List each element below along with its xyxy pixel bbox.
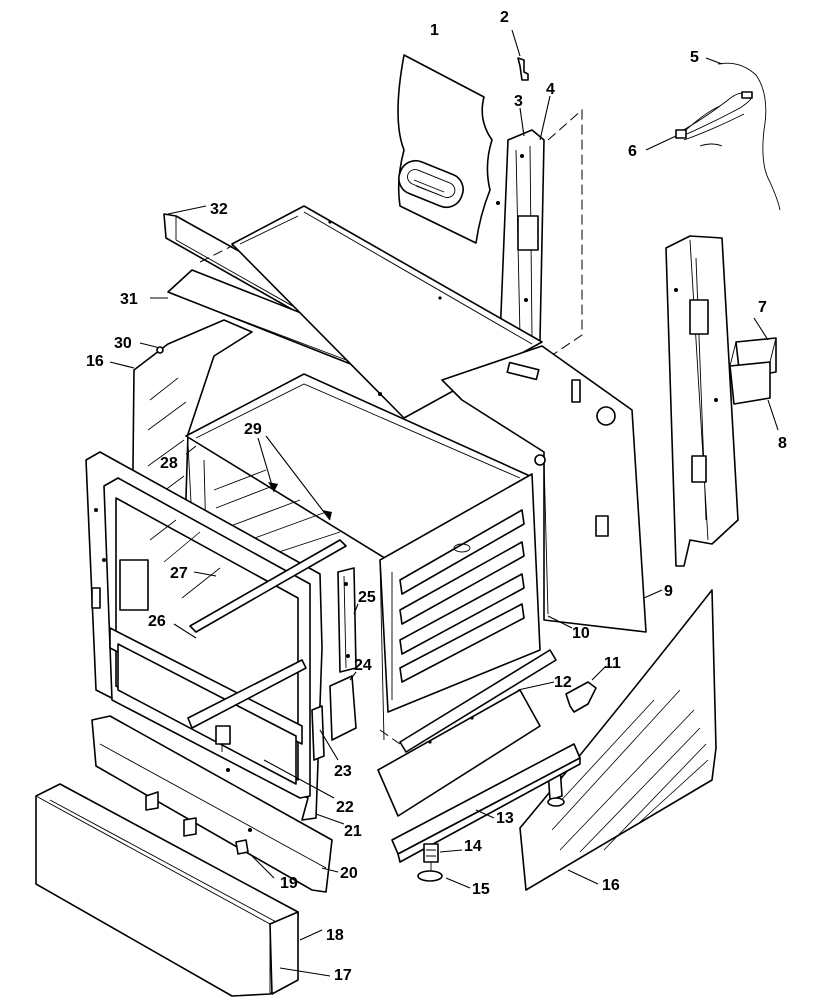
callout-21: 21 [344, 823, 362, 840]
callout-1: 1 [430, 22, 439, 39]
part-20-front-trim [91, 715, 339, 893]
callout-13: 13 [496, 810, 514, 827]
callout-20: 20 [340, 865, 358, 882]
part-5-6-wire-harness [645, 57, 781, 211]
part-11-bracket [565, 665, 607, 713]
part-3-4-rail [499, 95, 583, 361]
callout-10: 10 [572, 625, 590, 642]
callout-16-lower: 16 [602, 877, 620, 894]
callout-12: 12 [554, 674, 572, 691]
part-26-crossbar [173, 539, 347, 639]
part-21-leader [315, 813, 345, 825]
part-23-strip [311, 705, 339, 761]
callout-2: 2 [500, 9, 509, 26]
part-24-plate [329, 671, 357, 741]
callout-23: 23 [334, 763, 352, 780]
part-17-18-drawer-front [35, 783, 331, 997]
callout-6: 6 [628, 143, 637, 160]
cooktop-panel [231, 205, 543, 419]
part-2-clip [511, 29, 529, 81]
callout-4: 4 [546, 81, 555, 98]
callout-27: 27 [170, 565, 188, 582]
callout-3: 3 [514, 93, 523, 110]
part-19-clip [235, 839, 275, 879]
callout-22: 22 [336, 799, 354, 816]
part-7-8-brackets [729, 317, 779, 431]
part-12-lower-panel [377, 649, 557, 817]
rear-vertical-rail [665, 235, 739, 567]
part-13-kick-rail [391, 743, 581, 863]
callout-30: 30 [114, 335, 132, 352]
callout-26: 26 [148, 613, 166, 630]
callout-32: 32 [210, 201, 228, 218]
callout-labels: 1 2 3 4 5 6 7 8 9 10 11 12 13 14 15 16 1… [86, 9, 787, 984]
part-9-side-panel [441, 345, 663, 633]
part-22-leader [263, 759, 335, 799]
callout-24: 24 [354, 657, 372, 674]
callout-29: 29 [244, 421, 262, 438]
oven-cavity [185, 373, 541, 741]
callout-28: 28 [160, 455, 178, 472]
callout-5: 5 [690, 49, 699, 66]
callout-18: 18 [326, 927, 344, 944]
part-27-front-frame [85, 451, 323, 821]
part-29-pointer [257, 435, 332, 521]
callout-7: 7 [758, 299, 767, 316]
callout-31: 31 [120, 291, 138, 308]
callout-17: 17 [334, 967, 352, 984]
part-1-back-panel [397, 54, 500, 244]
callout-14: 14 [464, 838, 482, 855]
callout-25: 25 [358, 589, 376, 606]
part-14-15-leveling-foot [417, 843, 471, 889]
callout-15: 15 [472, 881, 490, 898]
part-16-lower-side-panel [519, 589, 717, 891]
callout-11: 11 [604, 655, 621, 672]
part-25-bracket [337, 567, 359, 673]
callout-19: 19 [280, 875, 298, 892]
callout-16-upper: 16 [86, 353, 104, 370]
assembly-dash [379, 729, 401, 745]
bottom-brace [187, 659, 307, 752]
callout-8: 8 [778, 435, 787, 452]
part-10-leader [547, 615, 573, 629]
callout-9: 9 [664, 583, 673, 600]
